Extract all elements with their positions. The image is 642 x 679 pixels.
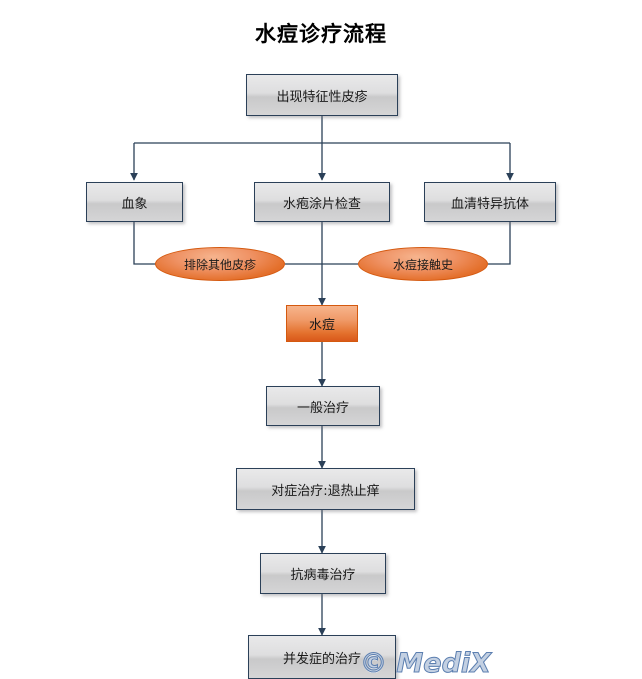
node-test-vesicle-smear[interactable]: 水疱涂片检查 — [254, 182, 390, 222]
page-title: 水痘诊疗流程 — [255, 22, 387, 46]
node-start[interactable]: 出现特征性皮疹 — [246, 74, 398, 116]
node-condition-contact-history[interactable]: 水痘接触史 — [358, 247, 488, 281]
node-test-serum-antibody[interactable]: 血清特异抗体 — [424, 182, 556, 222]
node-treatment-complications[interactable]: 并发症的治疗 — [248, 635, 396, 679]
node-treatment-antiviral[interactable]: 抗病毒治疗 — [260, 553, 386, 594]
connector-antibody-to-cond-right — [488, 222, 511, 265]
node-condition-exclude-other-rash[interactable]: 排除其他皮疹 — [155, 247, 285, 281]
connector-blood-to-cond-left — [133, 222, 156, 265]
node-diagnosis-varicella[interactable]: 水痘 — [286, 305, 358, 342]
node-test-blood-count[interactable]: 血象 — [86, 182, 183, 222]
node-treatment-general[interactable]: 一般治疗 — [266, 386, 380, 426]
node-treatment-symptomatic[interactable]: 对症治疗:退热止痒 — [236, 468, 415, 510]
